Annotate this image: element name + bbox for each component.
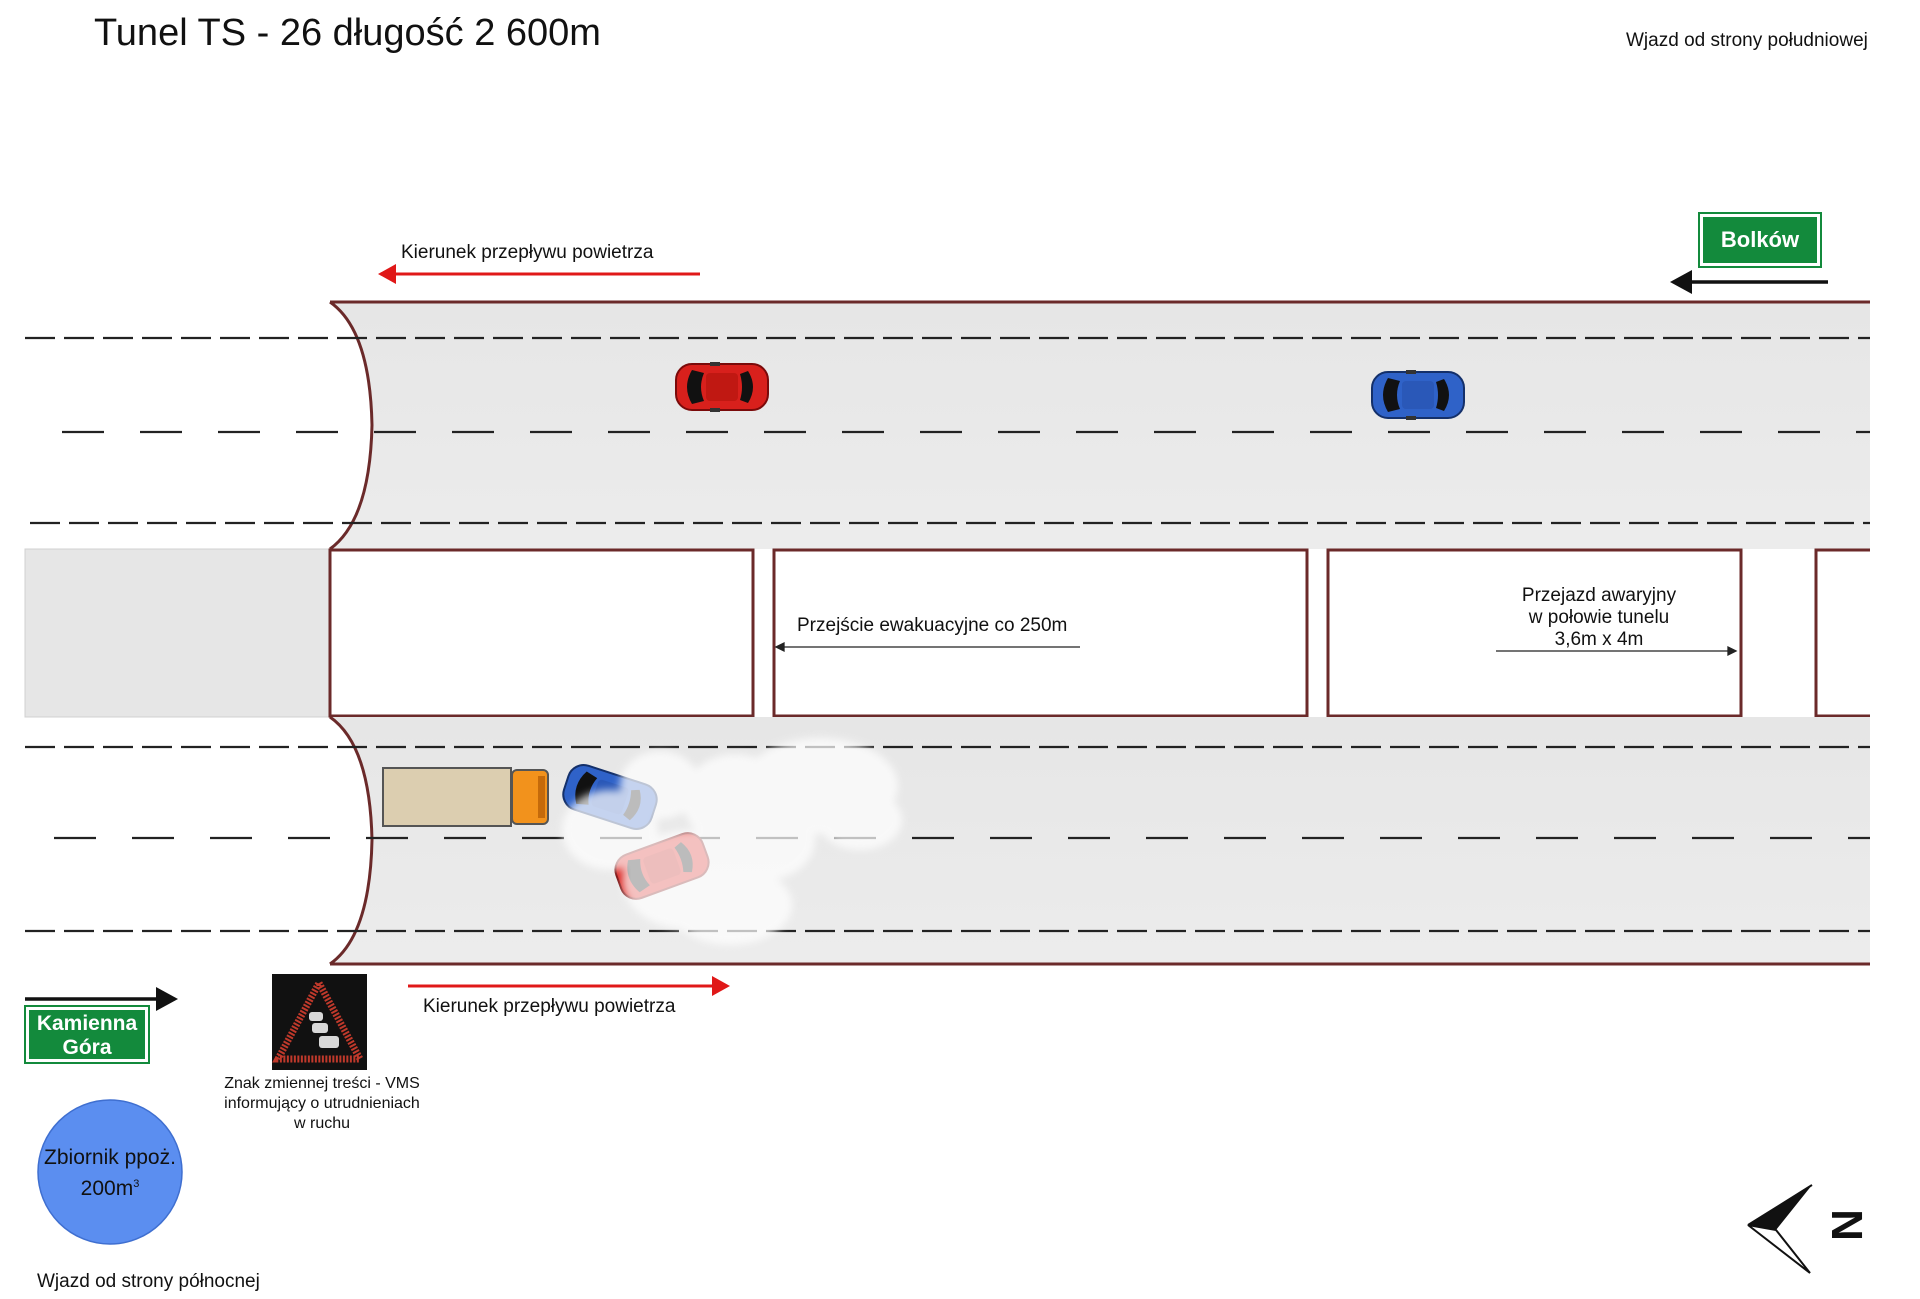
tank-line2: 200m3 — [32, 1171, 188, 1202]
approach-median — [24, 548, 331, 718]
destination-sign-kamienna-gora: Kamienna Góra — [24, 1005, 150, 1064]
vms-cars-icon — [309, 1012, 339, 1048]
tube-bottom-portal — [329, 715, 374, 966]
direction-arrow-bottom — [25, 987, 178, 1011]
tube-bottom-body — [330, 717, 1870, 964]
direction-arrow-top — [1670, 270, 1828, 294]
tunnel-tube-bottom — [329, 715, 1870, 966]
compass-letter: N — [1821, 1209, 1871, 1241]
fire-water-tank — [37, 1099, 183, 1245]
page-title: Tunel TS - 26 długość 2 600m — [94, 12, 601, 54]
vms-sign — [272, 974, 367, 1070]
tank-volume: 200m — [80, 1177, 134, 1200]
lane-markings-bottom — [25, 745, 1870, 933]
airflow-label-bottom: Kierunek przepływu powietrza — [423, 996, 676, 1017]
sign-kamienna-line2: Góra — [62, 1036, 112, 1059]
separation-block-1 — [328, 548, 755, 718]
emergency-crossing-label: Przejazd awaryjny w połowie tunelu 3,6m … — [1494, 585, 1704, 651]
lane-markings-top — [25, 336, 1870, 525]
vms-caption-line1: Znak zmiennej treści - VMS — [224, 1075, 420, 1092]
vms-caption: Znak zmiennej treści - VMS informujący o… — [212, 1074, 432, 1134]
airflow-arrow-bottom — [408, 976, 730, 996]
airflow-arrow-top — [378, 264, 700, 284]
sign-kamienna-line1: Kamienna — [36, 1012, 138, 1035]
smoke-cloud — [562, 738, 902, 945]
vms-caption-line3: w ruchu — [293, 1115, 351, 1132]
evac-passage-label: Przejście ewakuacyjne co 250m — [797, 615, 1068, 636]
tank-line1: Zbiornik ppoż. — [44, 1146, 176, 1169]
destination-sign-bolkow: Bolków — [1698, 212, 1822, 268]
tube-top-portal — [329, 300, 374, 551]
north-compass-icon — [1747, 1184, 1813, 1274]
entrance-south-label: Wjazd od strony południowej — [1626, 30, 1868, 51]
middle-band — [24, 548, 1870, 718]
crossing-line1: Przejazd awaryjny — [1521, 585, 1677, 606]
crossing-measure-line — [1496, 645, 1738, 657]
car-blue-top — [1371, 370, 1465, 420]
truck — [382, 767, 549, 827]
entrance-north-label: Wjazd od strony północnej — [37, 1271, 260, 1292]
separation-block-3 — [1326, 548, 1743, 718]
crossing-line2: w połowie tunelu — [1528, 607, 1670, 628]
evac-measure-line — [774, 641, 1080, 653]
destination-sign-bolkow-text: Bolków — [1720, 227, 1800, 252]
separation-block-2 — [772, 548, 1309, 718]
airflow-label-top: Kierunek przepływu powietrza — [401, 242, 654, 263]
crossing-line3: 3,6m x 4m — [1554, 629, 1644, 650]
tank-volume-unit-sup: 3 — [133, 1178, 140, 1190]
truck-box — [382, 767, 512, 827]
tank-label: Zbiornik ppoż. 200m3 — [32, 1145, 188, 1202]
car-red-top — [675, 362, 769, 412]
vms-caption-line2: informujący o utrudnieniach — [224, 1095, 420, 1112]
separation-block-4 — [1814, 548, 1870, 718]
